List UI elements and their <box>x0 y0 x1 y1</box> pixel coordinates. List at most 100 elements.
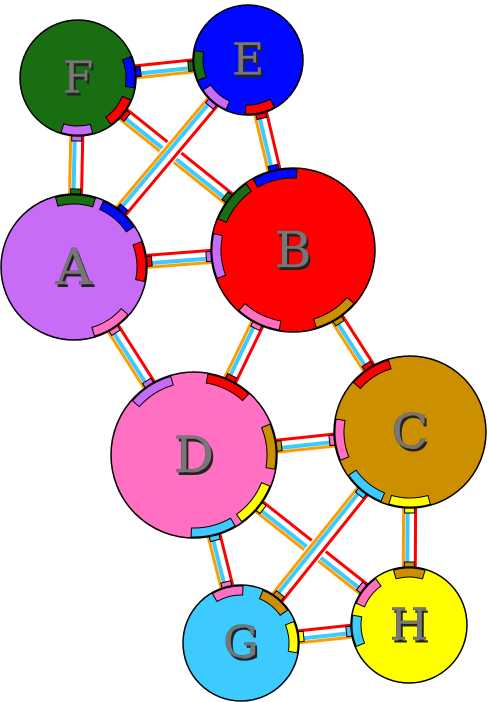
node-circle <box>19 19 137 137</box>
node-accent-arc <box>98 200 135 233</box>
edge-band <box>146 248 211 257</box>
edge-band <box>106 330 146 390</box>
edge-band <box>331 321 366 373</box>
node-accent-arc <box>193 50 207 81</box>
node-accent-arc <box>121 55 136 89</box>
edge-c-h <box>400 498 419 577</box>
edge-band <box>333 318 369 371</box>
node-accent-arc <box>105 95 132 126</box>
edge-band <box>275 432 334 442</box>
node-label-shadow: G <box>225 621 260 672</box>
node-circle <box>333 355 487 509</box>
node-label: D <box>174 426 214 484</box>
node-e: EE <box>192 4 304 116</box>
edge-band <box>277 491 366 601</box>
node-accent-arc <box>54 194 96 208</box>
edge-band <box>117 99 213 212</box>
edge-band <box>280 494 369 603</box>
edge-band <box>135 61 194 72</box>
node-circle <box>350 566 468 684</box>
edge-band <box>120 102 216 214</box>
node-label: G <box>223 618 258 669</box>
edge-band <box>124 104 219 216</box>
edge-band <box>135 65 194 76</box>
node-accent-arc <box>91 307 129 337</box>
node-label-shadow: C <box>394 407 431 463</box>
node-label: A <box>55 238 93 296</box>
node-circle <box>0 193 148 341</box>
node-a: AA <box>0 193 148 341</box>
edge-band <box>214 534 231 587</box>
edge-band <box>68 135 73 194</box>
edge-band <box>109 328 150 388</box>
node-label-shadow: A <box>57 241 95 299</box>
edge-band <box>146 256 212 266</box>
edge-band <box>115 97 210 209</box>
node-accent-arc <box>348 469 386 502</box>
node-accent-arc <box>313 296 355 329</box>
edge-band <box>230 323 261 382</box>
edge-band <box>276 440 335 451</box>
edge-band <box>80 136 85 195</box>
edge-band <box>298 627 352 637</box>
edge-band <box>260 112 278 171</box>
edge-band <box>256 113 275 172</box>
edge-band <box>147 260 212 269</box>
node-circle <box>210 167 376 333</box>
node-label-shadow: E <box>234 38 266 89</box>
edge-g-h <box>288 622 362 646</box>
node-accent-arc <box>334 418 350 461</box>
node-accent-arc <box>132 241 147 283</box>
node-d: DD <box>110 371 278 539</box>
node-accent-arc <box>211 585 244 603</box>
node-accent-arc <box>131 375 174 408</box>
node-accent-arc <box>202 84 231 110</box>
edge-band <box>113 326 153 386</box>
node-label-shadow: F <box>65 56 96 107</box>
edge-c-g <box>267 480 373 609</box>
edge-band <box>277 444 336 454</box>
edge-band <box>234 325 265 384</box>
node-circle <box>192 4 304 116</box>
node-label-shadow: H <box>392 603 430 654</box>
edge-band <box>299 635 353 645</box>
edge-f-e <box>125 56 204 81</box>
node-accent-arc <box>60 123 94 136</box>
edges-layer <box>66 56 419 646</box>
node-accent-arc <box>352 359 392 390</box>
edge-band <box>297 623 351 633</box>
edge-band <box>206 536 223 589</box>
edge-a-b <box>136 247 222 271</box>
edge-band <box>75 135 81 195</box>
node-accent-arc <box>238 302 282 331</box>
node-accent-arc <box>217 183 253 223</box>
node-label: H <box>390 600 428 651</box>
edge-d-c <box>266 431 345 456</box>
edge-band <box>146 252 212 262</box>
node-c: CC <box>333 355 487 509</box>
node-accent-arc <box>260 423 277 470</box>
node-accent-arc <box>205 373 250 402</box>
node-label: B <box>275 221 312 279</box>
node-accent-arc <box>351 614 366 648</box>
node-f: FF <box>19 19 137 137</box>
node-label: E <box>232 35 264 86</box>
node-circle <box>182 584 300 702</box>
edge-band <box>210 535 227 588</box>
node-accent-arc <box>388 494 431 508</box>
node-label-shadow: D <box>176 429 216 487</box>
edge-e-b <box>251 103 283 181</box>
edge-f-a <box>66 126 86 204</box>
node-h: HH <box>350 566 468 684</box>
node-accent-arc <box>190 517 236 538</box>
edge-e-a <box>110 91 223 222</box>
edge-band <box>117 324 156 383</box>
edge-band <box>337 316 373 369</box>
edge-band <box>226 322 258 381</box>
node-label: F <box>63 53 94 104</box>
edge-band <box>223 320 254 379</box>
edge-band <box>276 436 335 447</box>
node-b: BB <box>210 167 376 333</box>
